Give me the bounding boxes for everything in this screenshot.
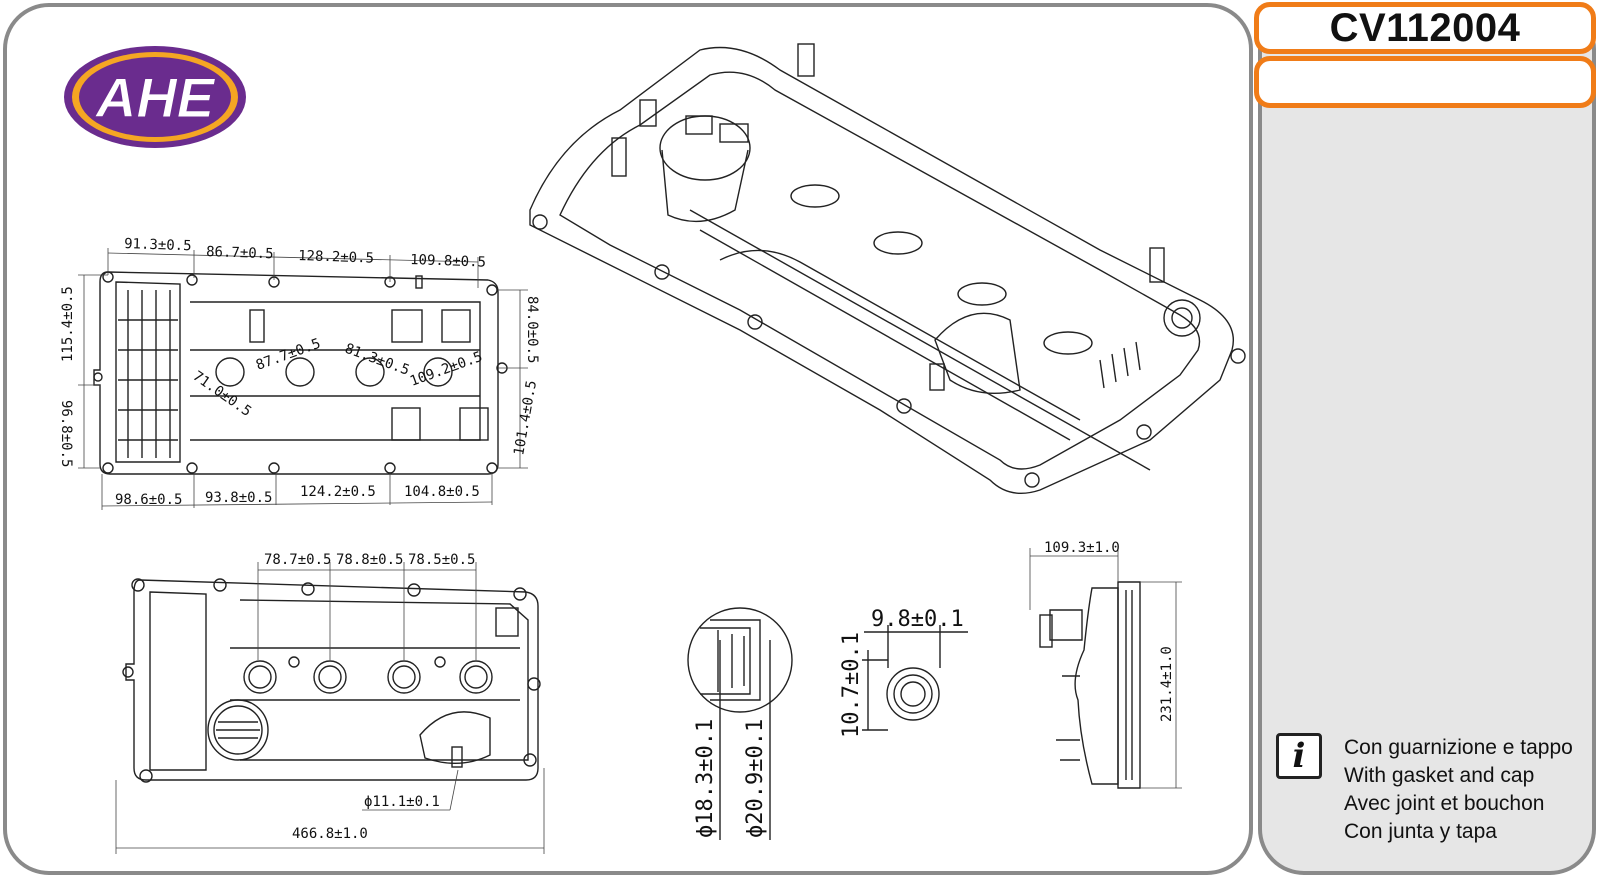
product-subtitle-box bbox=[1254, 56, 1596, 108]
isometric-view bbox=[529, 43, 1246, 494]
info-panel bbox=[1258, 3, 1596, 875]
product-notes: Con guarnizione e tappo With gasket and … bbox=[1344, 734, 1573, 846]
side-view bbox=[1039, 581, 1141, 789]
nipple-detail bbox=[862, 625, 968, 731]
dim-inner-3: 81.3±0.5 bbox=[343, 341, 412, 379]
dim-left-1: 115.4±0.5 bbox=[60, 286, 76, 362]
dim-spacing-2: 78.8±0.5 bbox=[336, 552, 403, 568]
dim-cap-outer: ϕ20.9±0.1 bbox=[743, 719, 768, 838]
note-line-it: Con guarnizione e tappo bbox=[1344, 736, 1573, 759]
dim-left-2: 96.8±0.5 bbox=[58, 400, 74, 467]
dim-hole-dia: ϕ11.1±0.1 bbox=[364, 794, 440, 810]
dim-spacing-1: 78.7±0.5 bbox=[264, 552, 331, 568]
dim-top-4: 109.8±0.5 bbox=[410, 252, 486, 271]
dim-nipple-width: 9.8±0.1 bbox=[871, 607, 964, 632]
logo-text: AHE bbox=[94, 66, 216, 129]
dim-bottom-4: 104.8±0.5 bbox=[404, 484, 480, 500]
ahe-logo: AHE bbox=[64, 46, 246, 148]
dim-bottom-2: 93.8±0.5 bbox=[205, 490, 272, 506]
dim-bottom-3: 124.2±0.5 bbox=[300, 484, 376, 500]
dim-spacing-3: 78.5±0.5 bbox=[408, 552, 475, 568]
info-icon: i bbox=[1276, 733, 1322, 779]
bottom-view bbox=[122, 578, 541, 783]
dim-cap-inner: ϕ18.3±0.1 bbox=[693, 719, 718, 838]
dim-right-1: 84.0±0.5 bbox=[524, 296, 540, 363]
dim-top-2: 86.7±0.5 bbox=[206, 244, 274, 262]
note-line-en: With gasket and cap bbox=[1344, 764, 1535, 787]
drawing-frame bbox=[3, 3, 1253, 875]
dim-inner-1: 71.0±0.5 bbox=[190, 368, 254, 420]
note-line-fr: Avec joint et bouchon bbox=[1344, 792, 1545, 815]
dim-top-1: 91.3±0.5 bbox=[124, 236, 192, 254]
top-view bbox=[93, 271, 508, 475]
dim-right-2: 101.4±0.5 bbox=[511, 379, 540, 456]
dim-top-3: 128.2±0.5 bbox=[298, 248, 374, 267]
dim-side-width: 109.3±1.0 bbox=[1044, 540, 1120, 556]
dim-nipple-height: 10.7±0.1 bbox=[839, 632, 864, 738]
dim-overall-length: 466.8±1.0 bbox=[292, 826, 368, 842]
cap-section-detail bbox=[687, 607, 793, 840]
note-line-es: Con junta y tapa bbox=[1344, 820, 1497, 843]
dim-bottom-1: 98.6±0.5 bbox=[115, 492, 182, 508]
dim-side-height: 231.4±1.0 bbox=[1159, 646, 1175, 722]
product-code: CV112004 bbox=[1254, 2, 1596, 54]
